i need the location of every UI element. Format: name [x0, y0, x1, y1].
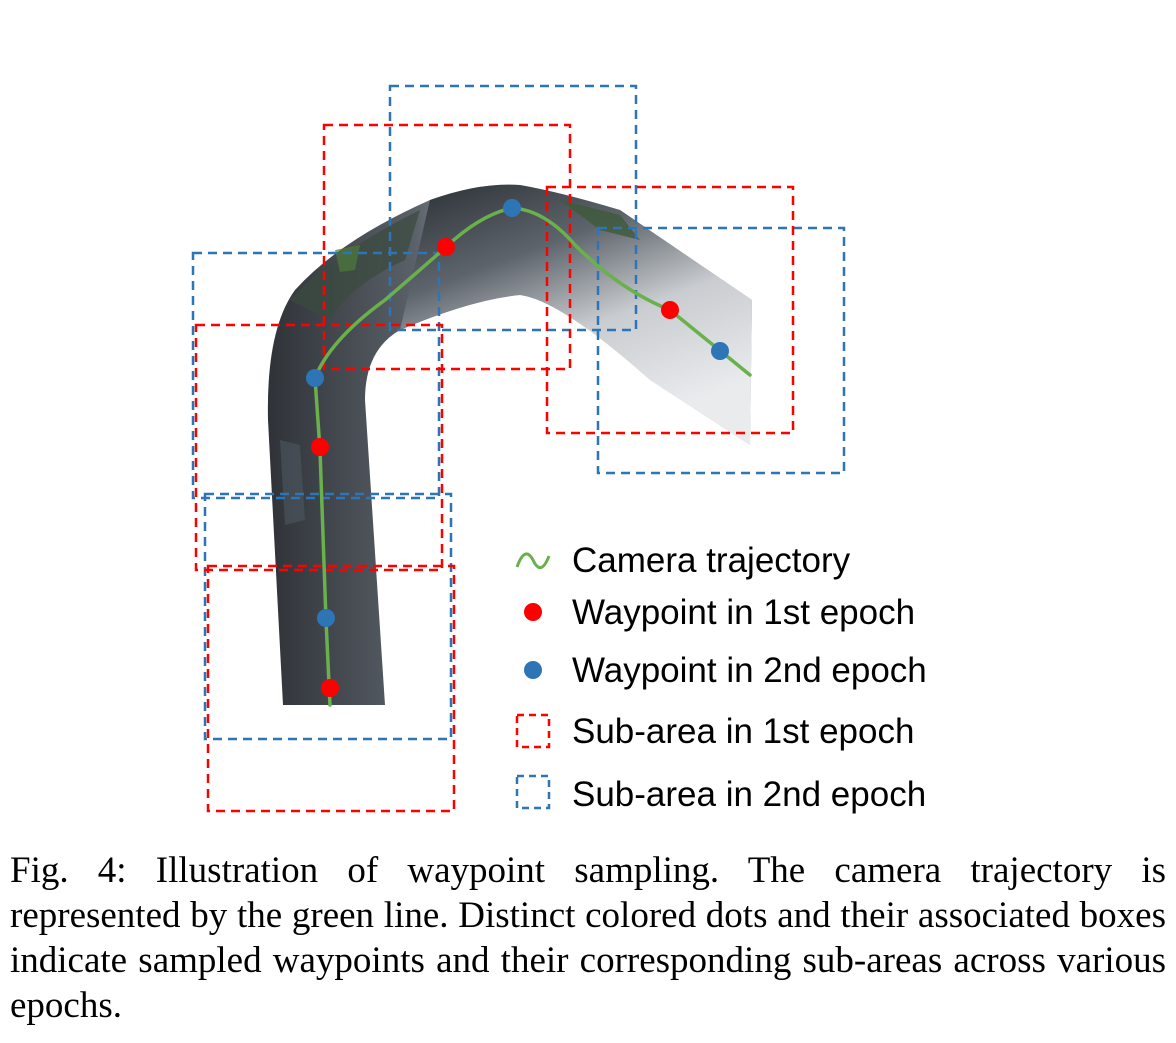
waypoint-dot: [503, 199, 521, 217]
waypoint-dot: [311, 438, 329, 456]
trajectory-legend-icon: [515, 552, 551, 569]
waypoint-dot: [321, 679, 339, 697]
subarea-box: [596, 226, 846, 475]
subarea-box: [388, 84, 638, 332]
subarea-box: [322, 123, 572, 371]
blue-box-legend-icon: [515, 774, 551, 810]
blue-dot-legend-icon: [524, 661, 542, 679]
waypoint-dot: [661, 301, 679, 319]
waypoints-epoch-2: [306, 199, 729, 627]
subarea-box: [206, 564, 456, 813]
subarea-box: [545, 185, 795, 435]
caption-label: Fig. 4:: [10, 850, 127, 891]
camera-trajectory: [313, 206, 752, 707]
subarea-box: [194, 323, 444, 572]
waypoints-epoch-1: [311, 238, 679, 697]
waypoint-sampling-figure: Camera trajectory Waypoint in 1st epoch …: [191, 84, 927, 814]
subarea-box: [203, 492, 453, 741]
legend-subarea-2-label: Sub-area in 2nd epoch: [572, 775, 926, 814]
legend-waypoint-1-label: Waypoint in 1st epoch: [572, 593, 915, 632]
legend-trajectory-label: Camera trajectory: [572, 541, 851, 580]
caption-text: Illustration of waypoint sampling. The c…: [10, 850, 1167, 1026]
legend-subarea-1-label: Sub-area in 1st epoch: [572, 712, 914, 751]
subareas-epoch-2: [191, 84, 846, 741]
subarea-box: [191, 251, 441, 500]
legend: Camera trajectory Waypoint in 1st epoch …: [515, 541, 927, 814]
waypoint-dot: [306, 369, 324, 387]
figure-caption: Fig. 4: Illustration of waypoint samplin…: [10, 848, 1166, 1028]
legend-waypoint-2-label: Waypoint in 2nd epoch: [572, 651, 927, 690]
subareas-epoch-1: [194, 123, 795, 813]
red-box-legend-icon: [515, 713, 551, 749]
waypoint-dot: [711, 342, 729, 360]
waypoint-dot: [317, 609, 335, 627]
red-dot-legend-icon: [524, 603, 542, 621]
waypoint-dot: [437, 238, 455, 256]
